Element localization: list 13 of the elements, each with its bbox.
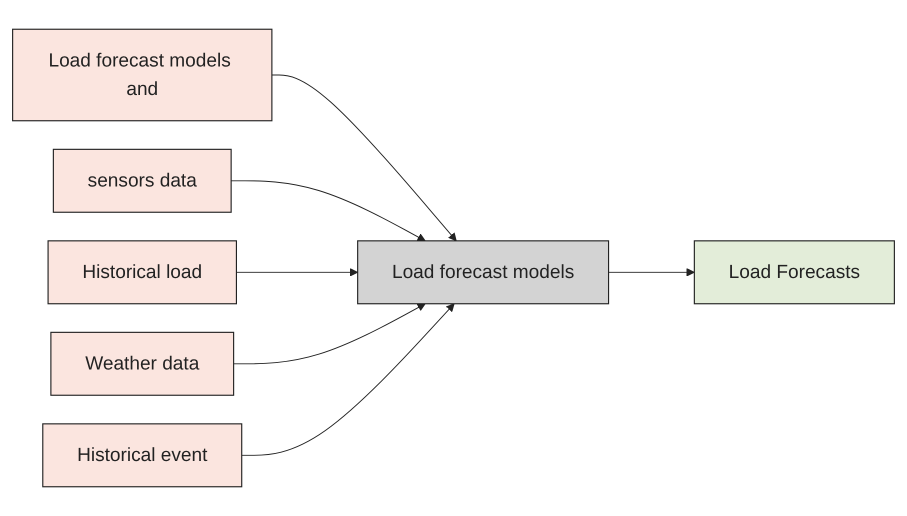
node-box: Historical event [42,423,242,488]
node-box: sensors data [52,148,232,213]
arrow [608,268,695,276]
node-box: Load forecast models and [12,28,272,122]
node-box: Historical load [48,240,237,304]
arrow [230,180,426,242]
arrow [241,303,455,456]
node-box: Load Forecasts [694,240,895,304]
arrow [236,268,358,276]
arrow [233,303,426,364]
node-box: Load forecast models [357,240,610,304]
arrow [271,74,457,242]
node-box: Weather data [50,332,234,396]
